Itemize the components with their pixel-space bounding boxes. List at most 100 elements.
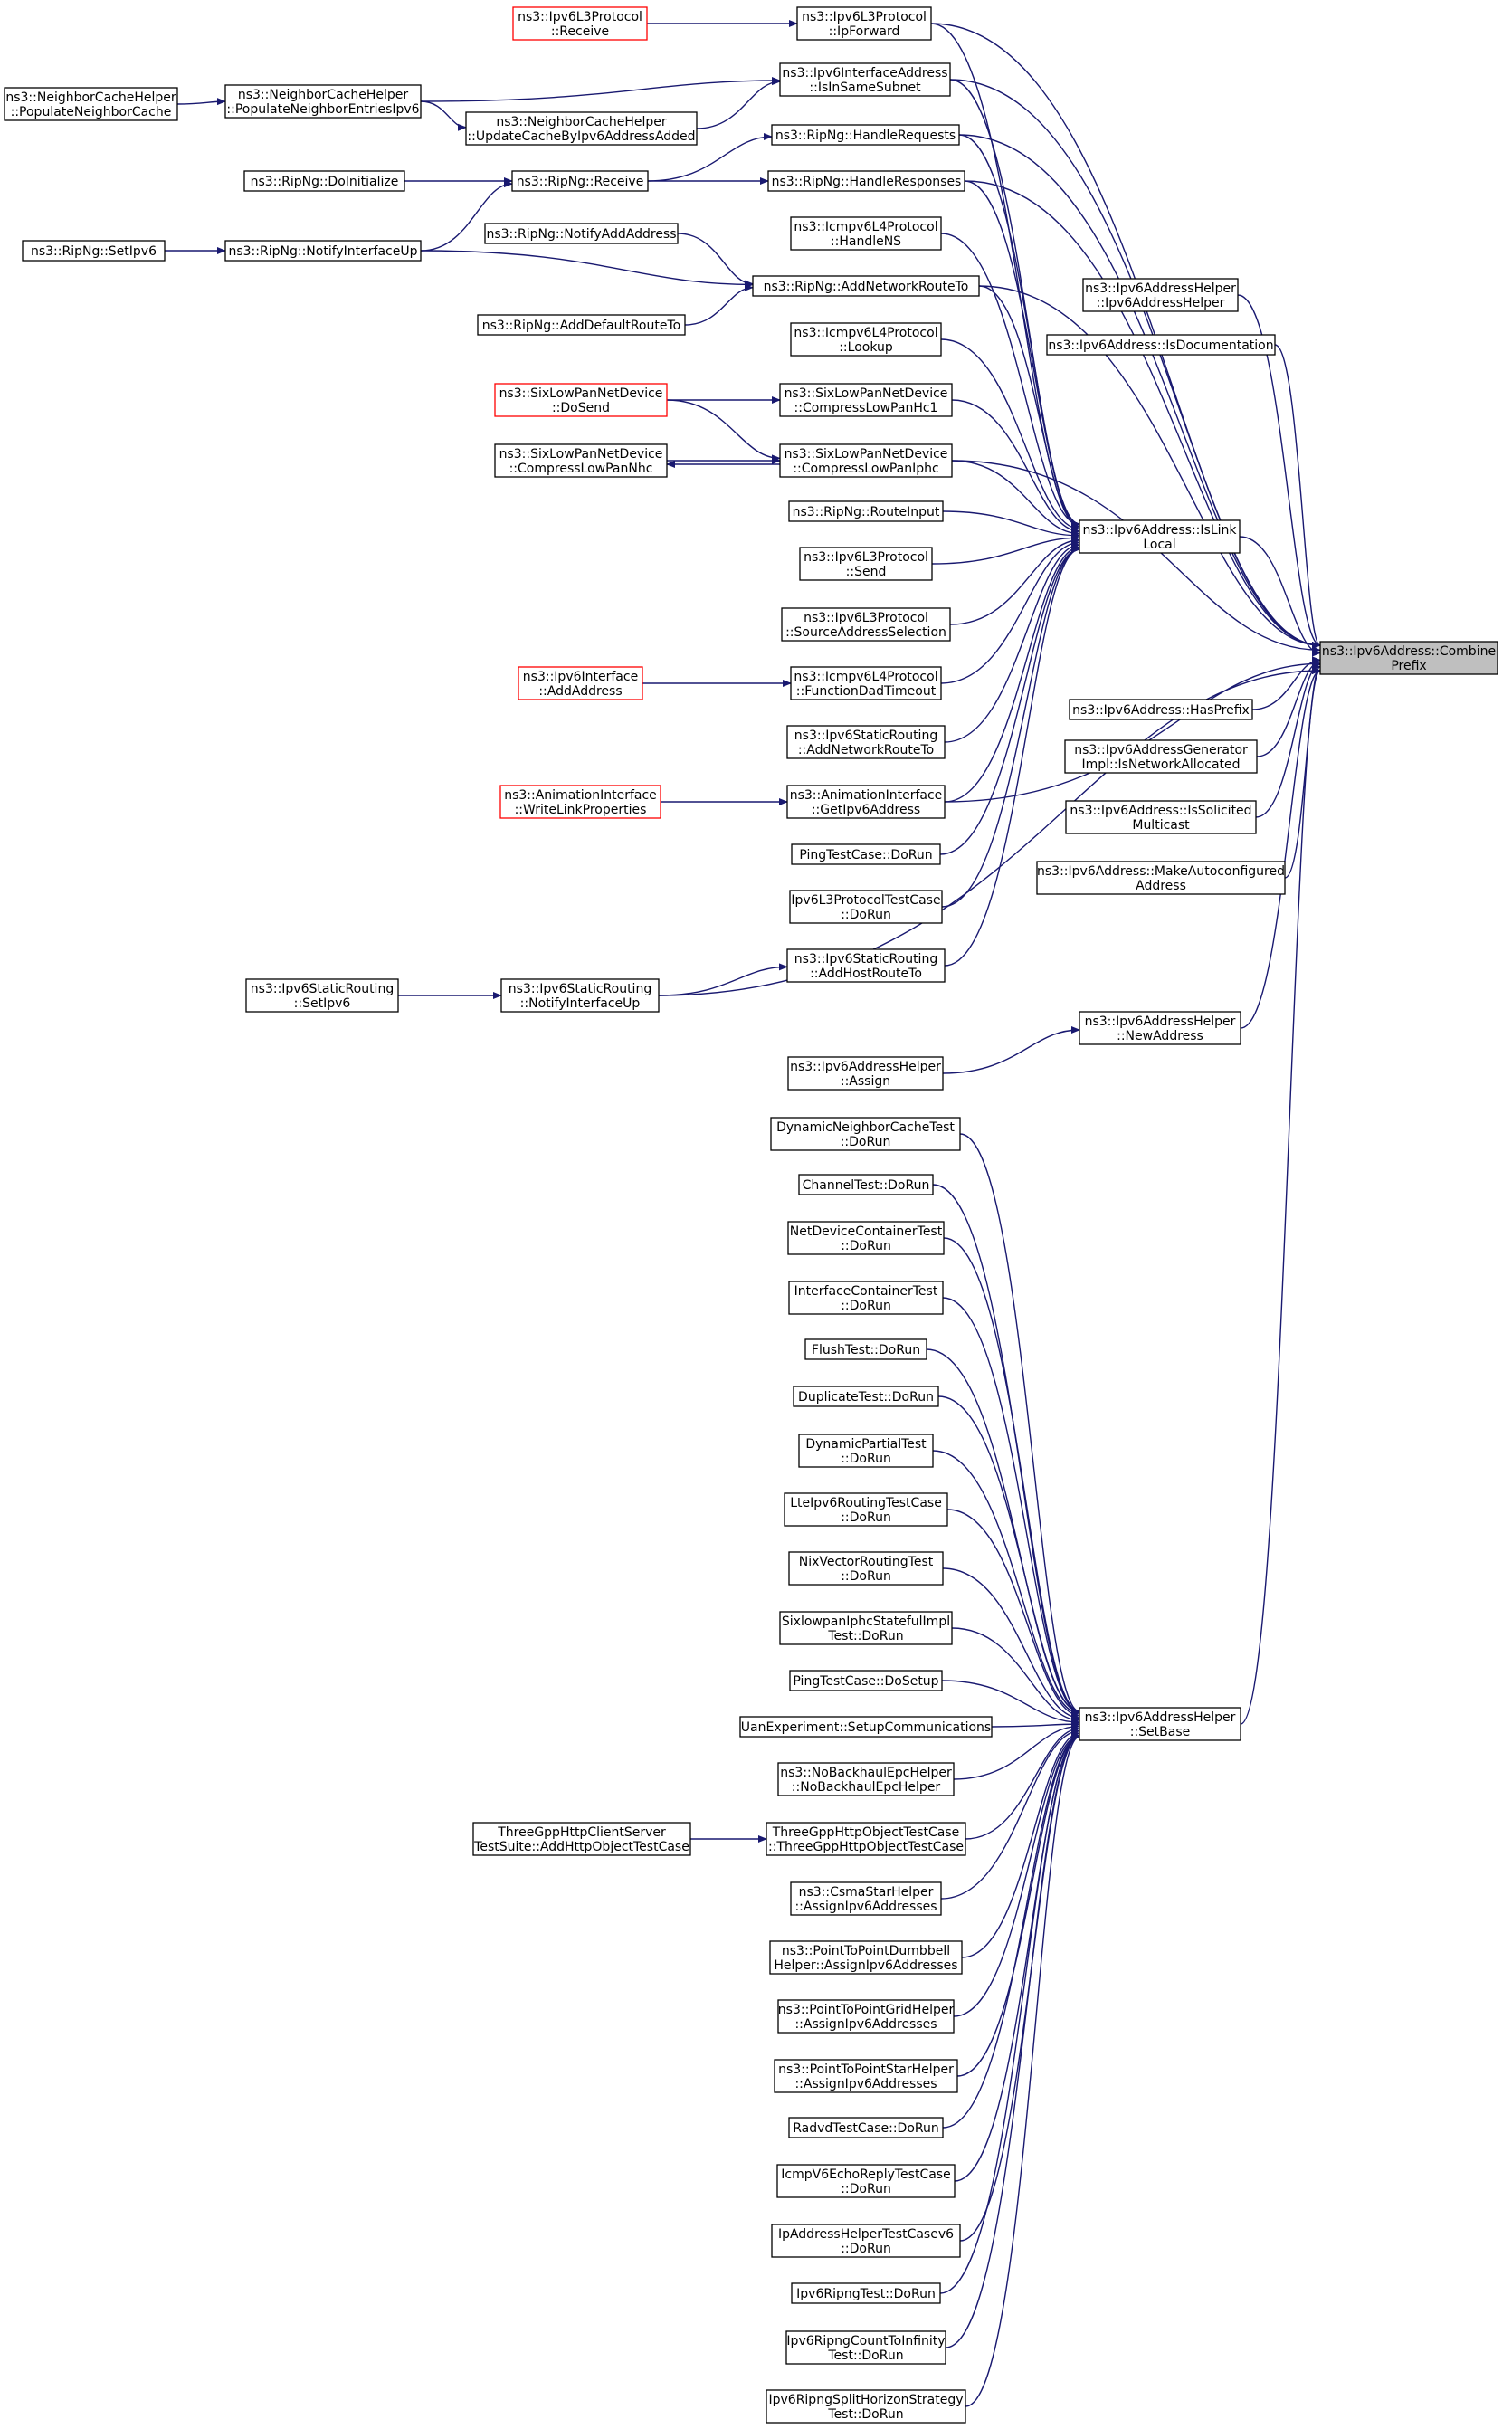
node-nhc[interactable]: ns3::SixLowPanNetDevice::CompressLowPanN… <box>494 443 668 478</box>
node-box <box>484 223 679 244</box>
node-label: ns3::Ipv6L3Protocol <box>802 10 927 24</box>
node-ifaceadd[interactable]: ns3::Ipv6Interface::AddAddress <box>518 666 643 700</box>
node-t_pingsetup[interactable]: PingTestCase::DoSetup <box>789 1670 943 1691</box>
node-label: ns3::Ipv6Address::MakeAutoconfigured <box>1037 864 1285 879</box>
node-box <box>500 978 660 1013</box>
edge-t_ripcount-to-setbase <box>945 1733 1080 2348</box>
node-t_iphelper[interactable]: IpAddressHelperTestCasev6::DoRun <box>771 2224 961 2258</box>
node-t_p2pdb[interactable]: ns3::PointToPointDumbbellHelper::AssignI… <box>769 1940 963 1975</box>
node-ahassign[interactable]: ns3::Ipv6AddressHelper::Assign <box>787 1056 944 1091</box>
node-label: ns3::RipNg::AddNetworkRouteTo <box>764 280 969 294</box>
edge-t_radvd-to-setbase <box>942 1733 1080 2129</box>
edge-ripdefault-to-addnet <box>684 283 754 326</box>
node-popcache[interactable]: ns3::NeighborCacheHelper::PopulateNeighb… <box>4 87 178 121</box>
node-box <box>779 443 953 478</box>
node-label: ::DoRun <box>841 1569 891 1584</box>
node-t_3gpp[interactable]: ThreeGppHttpObjectTestCase::ThreeGppHttp… <box>766 1822 966 1856</box>
node-box <box>1079 519 1241 554</box>
node-box <box>224 84 422 119</box>
node-hasprefix[interactable]: ns3::Ipv6Address::HasPrefix <box>1069 699 1253 720</box>
node-t_dup[interactable]: DuplicateTest::DoRun <box>793 1386 939 1407</box>
node-addhost[interactable]: ns3::Ipv6StaticRouting::AddHostRouteTo <box>786 948 946 983</box>
node-iphc[interactable]: ns3::SixLowPanNetDevice::CompressLowPanI… <box>779 443 953 478</box>
node-pingdorun[interactable]: PingTestCase::DoRun <box>791 843 941 865</box>
node-ahctor[interactable]: ns3::Ipv6AddressHelper::Ipv6AddressHelpe… <box>1082 278 1239 312</box>
node-t_icmpecho[interactable]: IcmpV6EchoReplyTestCase::DoRun <box>776 2164 956 2198</box>
edge-getipv6-to-combine <box>944 660 1321 803</box>
node-label: InterfaceContainerTest <box>794 1284 938 1299</box>
node-ripaddaddr[interactable]: ns3::RipNg::NotifyAddAddress <box>484 223 679 244</box>
node-updcache[interactable]: ns3::NeighborCacheHelper::UpdateCacheByI… <box>465 111 698 146</box>
node-t_nix[interactable]: NixVectorRoutingTest::DoRun <box>788 1551 944 1586</box>
node-box <box>769 1940 963 1975</box>
node-t_3gppsuite[interactable]: ThreeGppHttpClientServerTestSuite::AddHt… <box>472 1822 691 1856</box>
node-lookup[interactable]: ns3::Icmpv6L4Protocol::Lookup <box>790 322 942 357</box>
node-box <box>1036 861 1286 895</box>
node-t_nobh[interactable]: ns3::NoBackhaulEpcHelper::NoBackhaulEpcH… <box>777 1762 955 1796</box>
edge-dosend-to-iphc <box>666 399 781 462</box>
node-dadtimeout[interactable]: ns3::Icmpv6L4Protocol::FunctionDadTimeou… <box>790 666 942 700</box>
node-writelink[interactable]: ns3::AnimationInterface::WriteLinkProper… <box>499 785 661 819</box>
node-addnet[interactable]: ns3::RipNg::AddNetworkRouteTo <box>752 275 980 297</box>
node-popentries[interactable]: ns3::NeighborCacheHelper::PopulateNeighb… <box>224 84 422 119</box>
node-ripinit[interactable]: ns3::RipNg::DoInitialize <box>243 170 405 192</box>
node-staticifup[interactable]: ns3::Ipv6StaticRouting::NotifyInterfaceU… <box>500 978 660 1013</box>
node-t_radvd[interactable]: RadvdTestCase::DoRun <box>788 2117 944 2138</box>
node-newaddr[interactable]: ns3::Ipv6AddressHelper::NewAddress <box>1079 1011 1241 1045</box>
node-staticsetipv6[interactable]: ns3::Ipv6StaticRouting::SetIpv6 <box>245 978 399 1013</box>
node-dosend[interactable]: ns3::SixLowPanNetDevice::DoSend <box>494 383 668 417</box>
node-t_csma[interactable]: ns3::CsmaStarHelper::AssignIpv6Addresses <box>790 1881 942 1916</box>
node-box <box>777 1762 955 1796</box>
node-ipv6l3test[interactable]: Ipv6L3ProtocolTestCase::DoRun <box>789 890 943 924</box>
node-staticaddnet[interactable]: ns3::Ipv6StaticRouting::AddNetworkRouteT… <box>786 725 946 759</box>
node-t_ripng[interactable]: Ipv6RipngTest::DoRun <box>791 2282 941 2304</box>
node-t_uan[interactable]: UanExperiment::SetupCommunications <box>739 1716 993 1738</box>
node-isdoc[interactable]: ns3::Ipv6Address::IsDocumentation <box>1046 334 1276 356</box>
node-t_p2pgrid[interactable]: ns3::PointToPointGridHelper::AssignIpv6A… <box>777 1999 955 2034</box>
node-gen[interactable]: ns3::Ipv6AddressGeneratorImpl::IsNetwork… <box>1064 739 1258 774</box>
node-box <box>512 6 648 41</box>
node-t_dpart[interactable]: DynamicPartialTest::DoRun <box>798 1434 934 1468</box>
node-t_p2pstar[interactable]: ns3::PointToPointStarHelper::AssignIpv6A… <box>774 2059 958 2093</box>
node-label: ::FunctionDadTimeout <box>796 684 937 699</box>
node-hc1[interactable]: ns3::SixLowPanNetDevice::CompressLowPanH… <box>779 383 953 417</box>
node-getipv6[interactable]: ns3::AnimationInterface::GetIpv6Address <box>786 785 946 819</box>
node-t_ic[interactable]: InterfaceContainerTest::DoRun <box>788 1281 944 1315</box>
node-t_dnc[interactable]: DynamicNeighborCacheTest::DoRun <box>770 1117 961 1151</box>
edge-t_chan-to-setbase <box>932 1184 1080 1715</box>
node-ripdefault[interactable]: ns3::RipNg::AddDefaultRouteTo <box>477 314 686 336</box>
node-label: Ipv6RipngSplitHorizonStrategy <box>768 2393 963 2407</box>
node-autoconf[interactable]: ns3::Ipv6Address::MakeAutoconfiguredAddr… <box>1036 861 1286 895</box>
node-routeinput[interactable]: ns3::RipNg::RouteInput <box>788 500 944 522</box>
node-handlens[interactable]: ns3::Icmpv6L4Protocol::HandleNS <box>790 216 942 251</box>
node-box <box>22 240 166 262</box>
node-ripifup[interactable]: ns3::RipNg::NotifyInterfaceUp <box>224 240 422 262</box>
node-send[interactable]: ns3::Ipv6L3Protocol::Send <box>799 547 933 581</box>
node-t_lte[interactable]: LteIpv6RoutingTestCase::DoRun <box>784 1492 948 1527</box>
node-ipforward[interactable]: ns3::Ipv6L3Protocol::IpForward <box>796 6 932 41</box>
edge-t_dpart-to-setbase <box>932 1450 1080 1717</box>
edge-t_iphelper-to-setbase <box>959 1733 1080 2242</box>
node-label: Ipv6L3ProtocolTestCase <box>791 893 940 908</box>
node-t_flush[interactable]: FlushTest::DoRun <box>804 1338 927 1360</box>
node-srcsel[interactable]: ns3::Ipv6L3Protocol::SourceAddressSelect… <box>781 607 951 642</box>
node-handleresp[interactable]: ns3::RipNg::HandleResponses <box>767 170 965 192</box>
node-setbase[interactable]: ns3::Ipv6AddressHelper::SetBase <box>1079 1707 1241 1741</box>
node-label: DynamicNeighborCacheTest <box>776 1120 955 1135</box>
node-ripreceive[interactable]: ns3::RipNg::Receive <box>511 170 649 192</box>
node-handlereq[interactable]: ns3::RipNg::HandleRequests <box>771 124 960 146</box>
node-label: ns3::Ipv6Interface <box>523 670 638 684</box>
node-t_chan[interactable]: ChannelTest::DoRun <box>798 1174 934 1195</box>
node-issame[interactable]: ns3::Ipv6InterfaceAddress::IsInSameSubne… <box>779 62 951 97</box>
node-l3receive[interactable]: ns3::Ipv6L3Protocol::Receive <box>512 6 648 41</box>
node-ripsetipv6[interactable]: ns3::RipNg::SetIpv6 <box>22 240 166 262</box>
node-box <box>494 443 668 478</box>
node-label: ns3::Icmpv6L4Protocol <box>794 326 937 340</box>
node-t_ndc[interactable]: NetDeviceContainerTest::DoRun <box>787 1221 945 1255</box>
